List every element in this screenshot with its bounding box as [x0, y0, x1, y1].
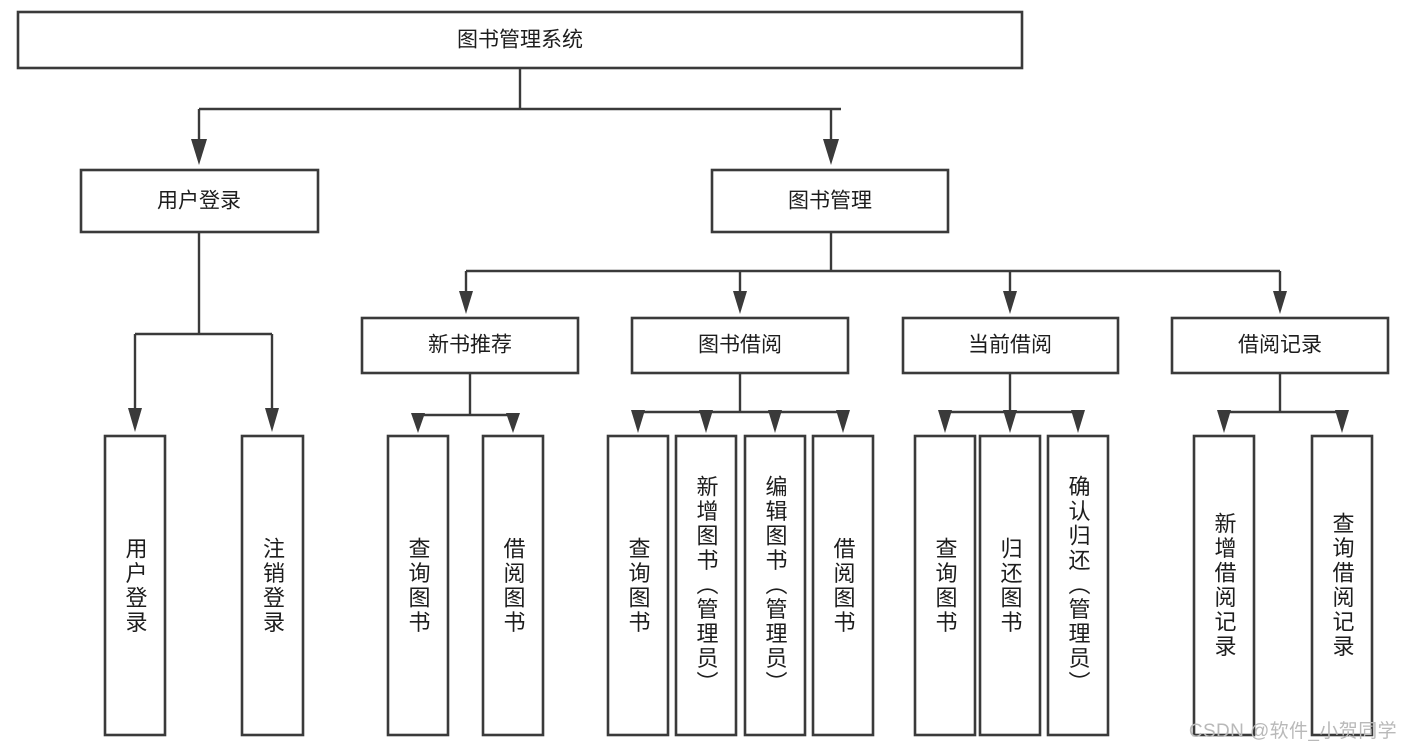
node-root-box[interactable]	[16, 10, 1024, 70]
leaf-box-query-book-nbr[interactable]	[386, 434, 450, 737]
node-new-book-recommend-label: 新书推荐	[428, 334, 512, 357]
arrowhead-borrow-record	[1273, 291, 1287, 314]
csdn-watermark: CSDN @软件_小贺同学	[1188, 721, 1397, 742]
arrowhead-new-book-rec	[459, 291, 473, 314]
node-current-borrow[interactable]: 当前借阅	[901, 316, 1120, 375]
arrowhead-bb-leaf-4	[836, 410, 850, 433]
node-book-borrow[interactable]: 图书借阅	[630, 316, 850, 375]
arrowhead-bb-leaf-3	[768, 410, 782, 433]
arrowhead-bb-leaf-2	[699, 410, 713, 433]
node-book-management[interactable]: 图书管理	[710, 168, 950, 234]
node-current-borrow-label: 当前借阅	[968, 334, 1052, 357]
node-user-login-label: 用户登录	[157, 190, 241, 213]
node-root[interactable]: 图书管理系统	[16, 10, 1024, 70]
arrowhead-br-leaf-1	[1217, 410, 1231, 433]
leaf-box-return-book[interactable]	[978, 434, 1042, 737]
node-borrow-record-box[interactable]	[1170, 316, 1390, 375]
arrowhead-cb-leaf-2	[1003, 410, 1017, 433]
leaf-box-logout[interactable]	[240, 434, 305, 737]
leaf-box-add-borrow-record[interactable]	[1192, 434, 1256, 737]
leaf-box-add-book-admin[interactable]	[674, 434, 738, 737]
leaf-box-edit-book-admin[interactable]	[743, 434, 807, 737]
arrowhead-user-login	[191, 139, 207, 165]
arrowhead-leaf-user-login	[128, 408, 142, 432]
arrowhead-leaf-logout	[265, 408, 279, 432]
connector-group-book-mgmt	[459, 232, 1287, 314]
connector-group-user-login	[128, 232, 279, 432]
node-borrow-record[interactable]: 借阅记录	[1170, 316, 1390, 375]
connector-group-borrow-record	[1217, 373, 1349, 433]
connector-group-book-borrow	[631, 373, 850, 433]
arrowhead-bb-leaf-1	[631, 410, 645, 433]
arrowhead-nbr-leaf-2	[506, 413, 520, 433]
node-user-login-box[interactable]	[79, 168, 320, 234]
arrowhead-book-borrow	[733, 291, 747, 314]
arrowhead-cb-leaf-1	[938, 410, 952, 433]
connector-group-root	[191, 68, 841, 165]
arrowhead-book-mgmt	[823, 139, 839, 165]
arrowhead-current-borrow	[1003, 291, 1017, 314]
arrowhead-nbr-leaf-1	[411, 413, 425, 433]
node-current-borrow-box[interactable]	[901, 316, 1120, 375]
arrowhead-cb-leaf-3	[1071, 410, 1085, 433]
node-book-management-label: 图书管理	[788, 190, 872, 213]
leaf-box-borrow-book-bb[interactable]	[811, 434, 875, 737]
leaf-box-query-borrow-record[interactable]	[1310, 434, 1374, 737]
node-new-book-recommend[interactable]: 新书推荐	[360, 316, 580, 375]
connector-group-new-book-rec	[411, 373, 520, 433]
node-root-label: 图书管理系统	[457, 29, 583, 52]
leaf-box-borrow-book-nbr[interactable]	[481, 434, 545, 737]
leaf-box-confirm-return[interactable]	[1046, 434, 1110, 737]
leaf-boxes	[103, 434, 1374, 737]
node-book-borrow-label: 图书借阅	[698, 334, 782, 357]
node-borrow-record-label: 借阅记录	[1238, 334, 1322, 357]
node-new-book-recommend-box[interactable]	[360, 316, 580, 375]
node-book-borrow-box[interactable]	[630, 316, 850, 375]
connector-group-current-borrow	[938, 373, 1085, 433]
leaf-box-query-book-cb[interactable]	[913, 434, 977, 737]
node-book-management-box[interactable]	[710, 168, 950, 234]
leaf-box-query-book-bb[interactable]	[606, 434, 670, 737]
node-user-login[interactable]: 用户登录	[79, 168, 320, 234]
arrowhead-br-leaf-2	[1335, 410, 1349, 433]
leaf-box-user-login[interactable]	[103, 434, 167, 737]
